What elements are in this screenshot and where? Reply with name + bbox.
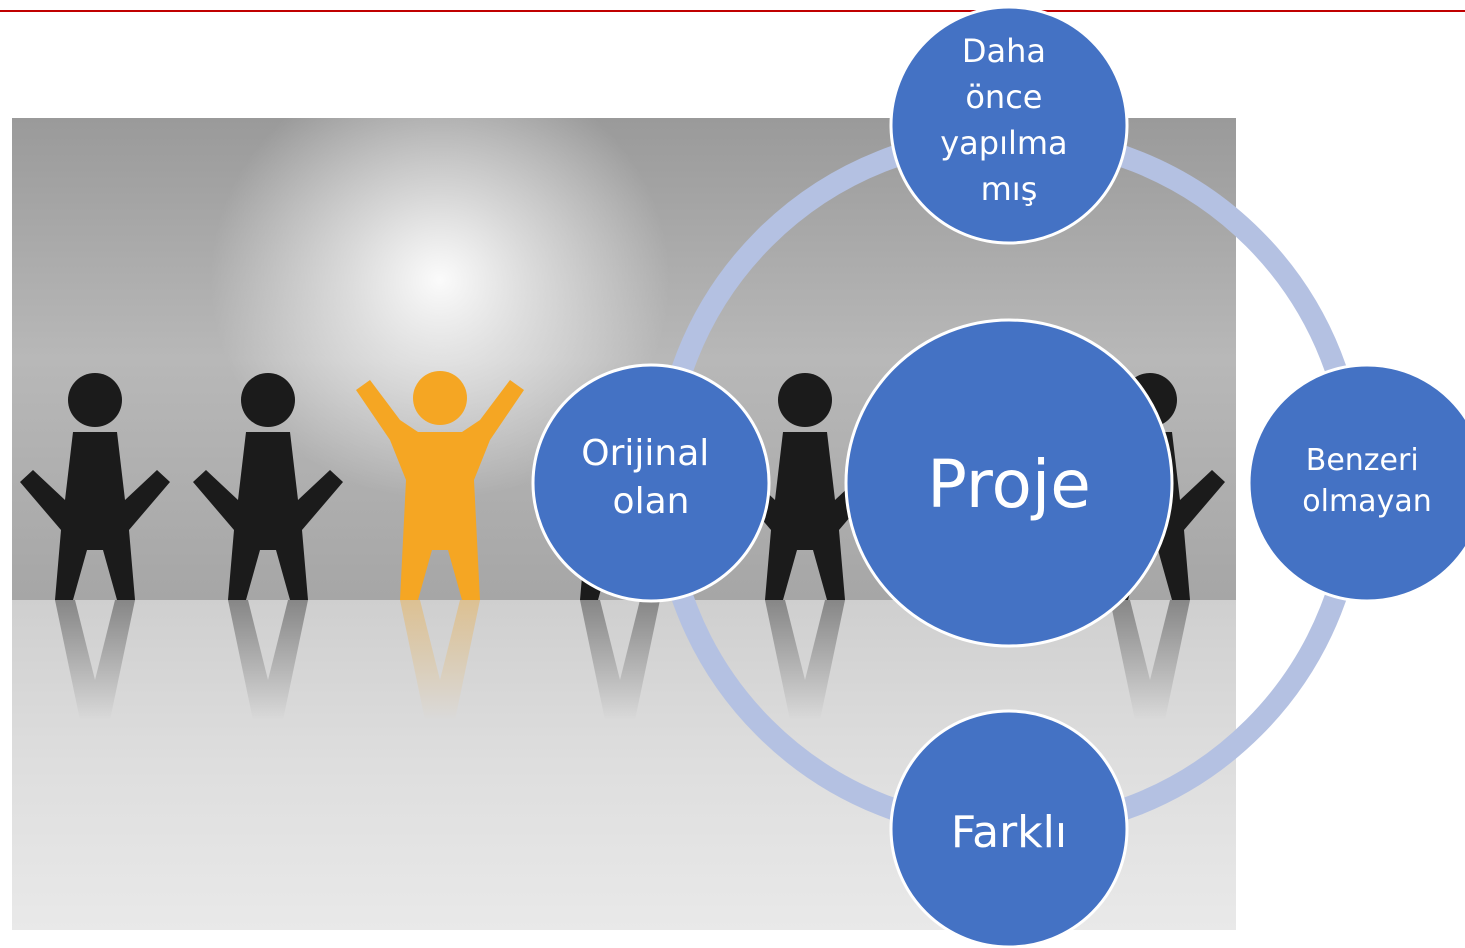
floor-reflections <box>55 600 1190 720</box>
highlighted-figure <box>356 371 524 600</box>
node-left-line-1: Orijinal <box>581 433 709 474</box>
node-left-line-2: olan <box>613 481 690 522</box>
node-top-text: Daha önce yapılma mış <box>940 32 1078 208</box>
node-right-line-1: Benzeri <box>1306 443 1419 478</box>
figure-5 <box>730 373 880 600</box>
center-node-label: Proje <box>927 446 1091 523</box>
node-bottom-text: Farklı <box>951 807 1067 858</box>
node-top-line-1: Daha <box>962 32 1046 70</box>
node-orijinal-olan: Orijinal olan <box>531 363 771 603</box>
node-daha-once-yapilmamis: Daha önce yapılma mış <box>889 5 1129 245</box>
node-farkli: Farklı <box>889 709 1129 948</box>
center-node-proje: Proje <box>844 318 1174 648</box>
figure-1 <box>20 373 170 600</box>
node-top-line-4: mış <box>981 170 1038 208</box>
node-left-text: Orijinal olan <box>581 433 720 522</box>
node-right-text: Benzeri olmayan <box>1302 443 1431 519</box>
node-right-line-2: olmayan <box>1302 484 1431 519</box>
node-top-line-3: yapılma <box>940 124 1067 162</box>
node-benzeri-olmayan: Benzeri olmayan <box>1247 363 1465 603</box>
figure-2 <box>193 373 343 600</box>
node-top-line-2: önce <box>965 78 1042 116</box>
